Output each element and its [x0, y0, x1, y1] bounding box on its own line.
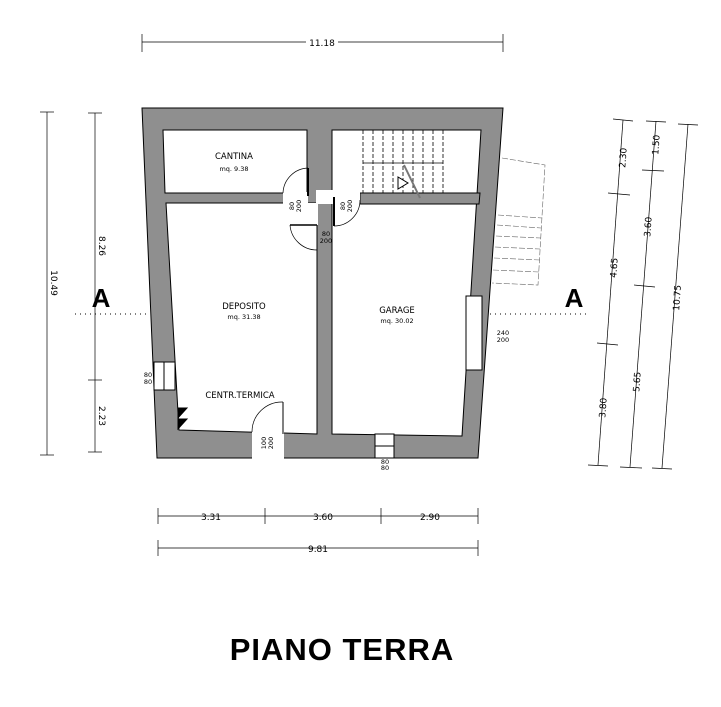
dim-left-total: 10.49: [48, 270, 58, 296]
window-bottom-w: 80: [381, 458, 389, 466]
dim-left-upper: 8.26: [96, 236, 106, 256]
door-swing-deposito: [289, 224, 318, 251]
room-garage: [331, 129, 482, 437]
room-label-deposito: DEPOSITO: [222, 302, 266, 312]
door-deposito-w: 80: [322, 230, 330, 238]
room-label-garage: GARAGE: [379, 306, 415, 316]
room-label-centrale: CENTR.TERMICA: [205, 391, 274, 401]
dim-right-total: 10.75: [672, 285, 684, 311]
dim-right-b-3: 5.65: [632, 372, 643, 393]
window-bottom-h: 80: [381, 464, 389, 472]
window-left-w: 80: [144, 371, 152, 379]
door-garage-h: 200: [346, 200, 354, 212]
room-deposito: [165, 202, 318, 435]
boiler-icon: [177, 407, 189, 420]
dim-right-b-2: 3.60: [643, 216, 654, 237]
window-left-h: 80: [144, 378, 152, 386]
dim-right-b-1: 1.50: [651, 134, 662, 155]
dim-right-a-2: 4.65: [609, 258, 620, 279]
door-opening-garage: [316, 190, 360, 204]
dim-bottom-total: 9.81: [308, 545, 328, 555]
dim-bottom-2: 3.60: [313, 513, 333, 523]
window-garage-h: 200: [497, 336, 509, 344]
section-marker-left: A: [92, 283, 111, 313]
dim-right-a-3: 3.80: [598, 397, 609, 418]
room-area-deposito: mq. 31.38: [227, 313, 260, 321]
room-label-cantina: CANTINA: [215, 152, 253, 162]
room-area-garage: mq. 30.02: [380, 317, 413, 325]
external-steps: [491, 157, 546, 286]
door-opening-cantina: [283, 192, 308, 204]
door-ext-w: 100: [260, 437, 268, 449]
stair-arrow-icon: [397, 176, 409, 190]
door-swing-garage: [333, 199, 361, 227]
door-opening-ext: [252, 428, 284, 459]
door-swing-ext: [251, 401, 284, 433]
page-title: PIANO TERRA: [229, 632, 455, 667]
dim-top: 11.18: [309, 39, 335, 49]
door-garage-w: 80: [339, 202, 347, 210]
dim-right-a-1: 2.30: [618, 147, 629, 168]
dimension-lines: [40, 34, 699, 556]
door-deposito-h: 200: [320, 237, 332, 245]
dim-left-lower: 2.23: [96, 406, 106, 426]
room-area-cantina: mq. 9.38: [219, 165, 248, 173]
door-swing-cantina: [282, 167, 309, 194]
door-ext-h: 200: [267, 437, 275, 449]
stair-landing-wall: [359, 192, 481, 205]
stairs: [362, 130, 444, 193]
window-garage: [465, 295, 483, 371]
door-cantina-h: 200: [295, 200, 303, 212]
window-garage-w: 240: [497, 329, 509, 337]
dim-bottom-3: 2.90: [420, 513, 440, 523]
door-cantina-w: 80: [288, 202, 296, 210]
section-marker-right: A: [565, 283, 584, 313]
dim-bottom-1: 3.31: [201, 513, 221, 523]
door-opening-corridor: [290, 203, 318, 225]
